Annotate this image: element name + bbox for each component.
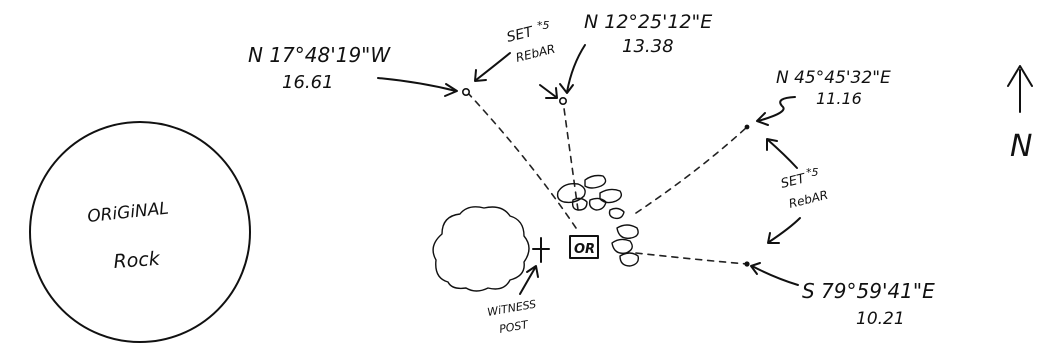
rock-label-line1: ORiGiNAL (86, 199, 169, 227)
points (461, 88, 750, 267)
north-label: N (1010, 129, 1032, 164)
point-n (558, 97, 567, 106)
witness-post-label: WiTNESS POST (486, 298, 537, 336)
bearing-ne-text: N 45°45'32"E (776, 68, 891, 88)
line-to-ne (635, 126, 748, 214)
arrow-se-bearing (751, 265, 799, 286)
rebar-note-right: SET *5 RebAR (779, 166, 829, 211)
tree-bush (432, 206, 530, 292)
distance-nw-text: 16.61 (282, 72, 334, 93)
bearing-nw: N 17°48'19"W 16.61 (248, 43, 391, 93)
arrow-nw-bearing (377, 77, 457, 92)
original-rock: ORiGiNAL Rock (29, 121, 251, 343)
arrow-rebar-to-se (768, 217, 801, 243)
line-to-nw (466, 91, 577, 229)
origin-box-label: OR (574, 242, 595, 257)
arrow-ne-bearing (757, 96, 796, 122)
rebar-right-line1: SET (779, 171, 807, 192)
distance-n-text: 13.38 (622, 36, 674, 57)
distance-ne-text: 11.16 (816, 89, 862, 108)
line-to-se (635, 252, 748, 265)
rebar-top-line1: SET (505, 24, 536, 46)
bearing-se-text: S 79°59'41"E (802, 279, 935, 303)
witness-post-marker (532, 237, 550, 263)
point-ne (744, 124, 750, 130)
traverse-lines (466, 91, 748, 265)
witness-post-line1: WiTNESS (486, 298, 537, 319)
arrow-witness-post (519, 267, 536, 295)
rebar-top-sup: *5 (537, 19, 550, 32)
witness-post-line2: POST (498, 318, 530, 336)
bearing-se: S 79°59'41"E 10.21 (802, 279, 935, 329)
arrows (377, 44, 801, 295)
distance-se-text: 10.21 (856, 309, 905, 329)
north-arrow-icon (1007, 65, 1033, 113)
bearing-n-text: N 12°25'12"E (584, 11, 712, 33)
arrow-rebar-to-n (539, 84, 557, 98)
rock-cluster: OR (556, 174, 640, 267)
arrow-rebar-to-ne (767, 139, 798, 169)
north-arrow: N (1007, 65, 1033, 164)
origin-box (569, 235, 599, 259)
bearing-ne: N 45°45'32"E 11.16 (776, 68, 891, 108)
rock-label-line2: Rock (113, 248, 162, 273)
arrow-rebar-to-nw (475, 52, 511, 81)
rebar-right-sup: *5 (806, 166, 819, 179)
point-se (744, 261, 750, 267)
bearing-nw-text: N 17°48'19"W (248, 43, 391, 67)
line-to-n (562, 100, 579, 211)
arrow-n-bearing (566, 44, 586, 93)
point-nw (461, 88, 470, 97)
rebar-top-line2: REbAR (514, 42, 556, 65)
bearing-n: N 12°25'12"E 13.38 (584, 11, 712, 57)
rebar-note-top: SET *5 REbAR (505, 19, 557, 65)
rock-outline (29, 121, 251, 343)
rebar-right-line2: RebAR (787, 188, 829, 211)
